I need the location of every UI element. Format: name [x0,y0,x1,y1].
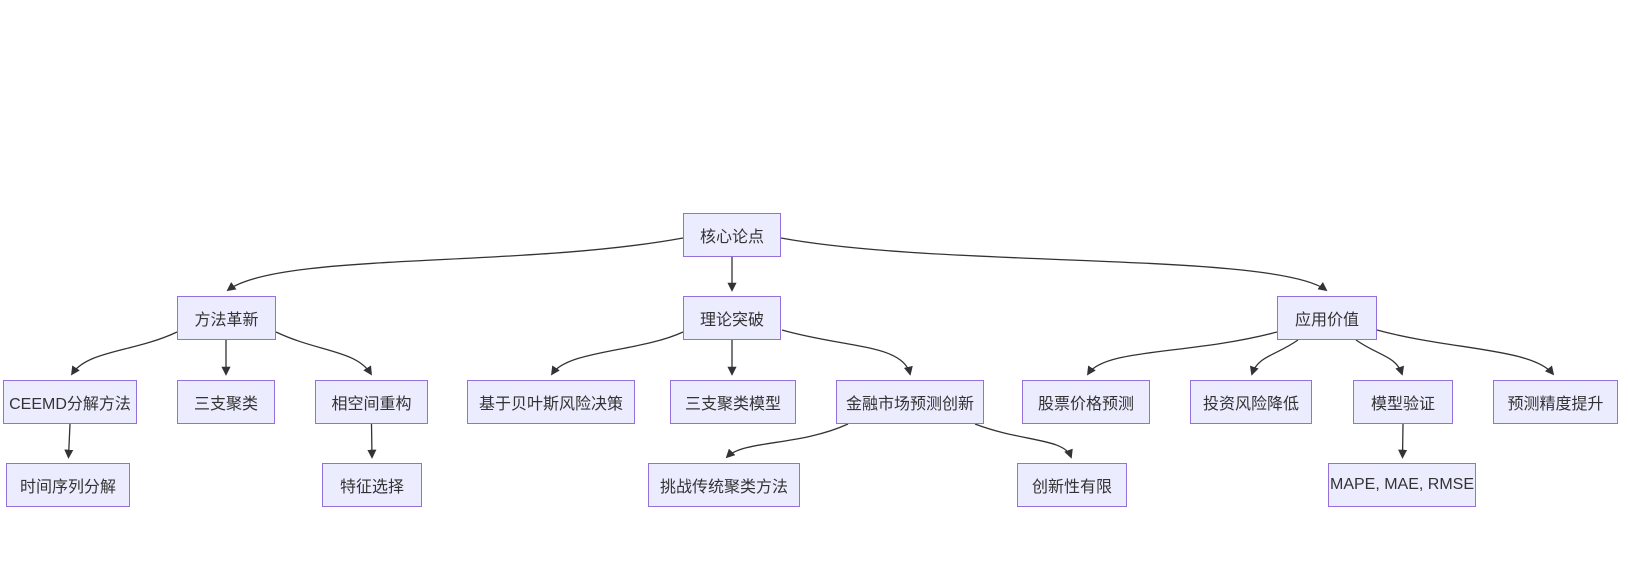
node-challenge-traditional-clustering: 挑战传统聚类方法 [648,463,800,507]
edge-phase-space-to-feature [367,423,377,459]
edge-theory-to-bayes [550,331,684,376]
edge-application-to-stock [1087,331,1278,376]
node-prediction-accuracy: 预测精度提升 [1493,380,1618,424]
node-application-value: 应用价值 [1277,296,1377,340]
node-method-innovation: 方法革新 [177,296,276,340]
edge-application-to-invest-risk [1249,339,1299,376]
node-time-series-decomposition: 时间序列分解 [6,463,130,507]
node-bayesian-risk-decision: 基于贝叶斯风险决策 [467,380,635,424]
node-theory-breakthrough: 理论突破 [683,296,781,340]
node-three-way-clustering: 三支聚类 [177,380,275,424]
node-core-thesis: 核心论点 [683,213,781,257]
edge-theory-to-finance [781,329,913,376]
edge-finance-to-challenge [725,423,849,459]
edge-method-to-phase-space [275,331,372,376]
edge-core-to-method [226,237,684,292]
edge-finance-to-limited [974,423,1073,459]
node-model-validation: 模型验证 [1353,380,1453,424]
edge-application-to-accuracy [1376,329,1555,376]
node-ceemd-decomposition: CEEMD分解方法 [3,380,137,424]
node-financial-market-prediction: 金融市场预测创新 [836,380,984,424]
node-investment-risk-reduction: 投资风险降低 [1190,380,1312,424]
node-stock-price-prediction: 股票价格预测 [1022,380,1150,424]
node-three-way-clustering-model: 三支聚类模型 [670,380,796,424]
edge-method-to-ceemd [70,331,178,376]
edge-model-validation-to-metrics [1398,423,1408,459]
edge-ceemd-to-time-series [64,423,74,459]
node-limited-innovation: 创新性有限 [1017,463,1127,507]
node-phase-space-reconstruction: 相空间重构 [315,380,428,424]
edge-core-to-application [780,237,1328,292]
node-feature-selection: 特征选择 [322,463,422,507]
edge-application-to-model-validation [1355,339,1405,376]
node-evaluation-metrics: MAPE, MAE, RMSE [1328,463,1476,507]
